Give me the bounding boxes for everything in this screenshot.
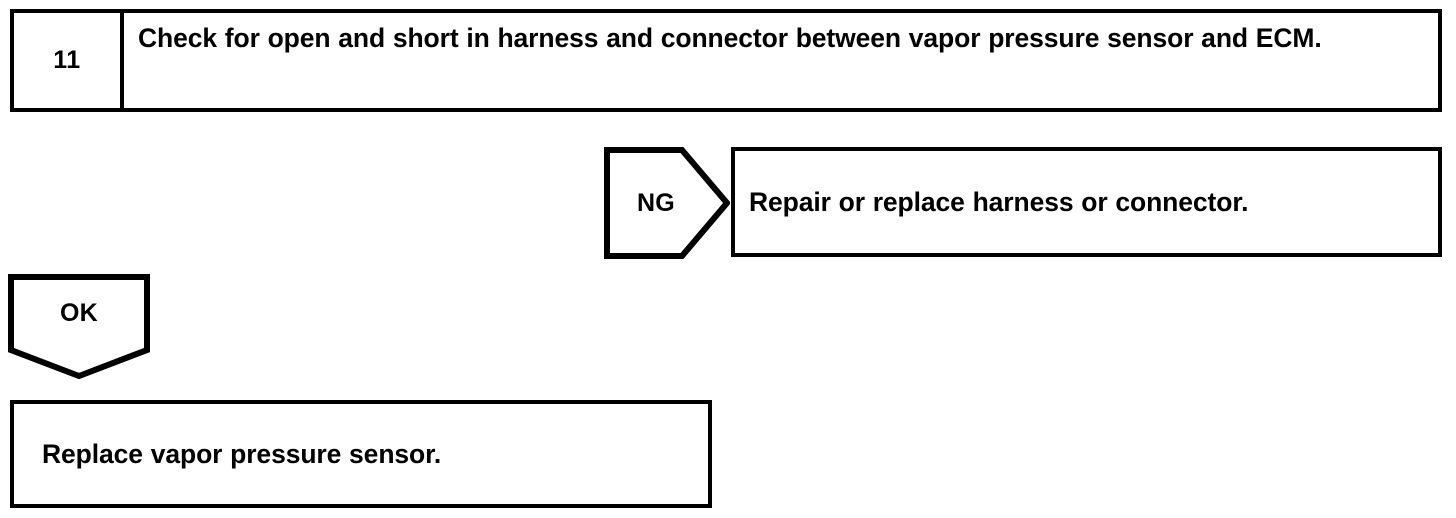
ok-branch-marker: OK xyxy=(8,274,150,379)
step-number: 11 xyxy=(53,46,81,74)
step-number-cell: 11 xyxy=(14,13,124,108)
step-instruction-text: Check for open and short in harness and … xyxy=(138,23,1322,53)
step-header-row: 11 Check for open and short in harness a… xyxy=(10,9,1442,112)
ok-branch-label: OK xyxy=(59,298,99,327)
ng-branch-label: NG xyxy=(636,188,676,217)
right-arrow-pentagon-icon xyxy=(604,147,730,259)
down-arrow-pentagon-icon xyxy=(8,274,150,379)
ng-action-box: Repair or replace harness or connector. xyxy=(731,147,1442,257)
ng-branch-marker: NG xyxy=(604,147,730,259)
ok-action-box: Replace vapor pressure sensor. xyxy=(10,400,712,508)
ng-action-text: Repair or replace harness or connector. xyxy=(749,186,1249,217)
ok-action-text: Replace vapor pressure sensor. xyxy=(42,438,442,469)
